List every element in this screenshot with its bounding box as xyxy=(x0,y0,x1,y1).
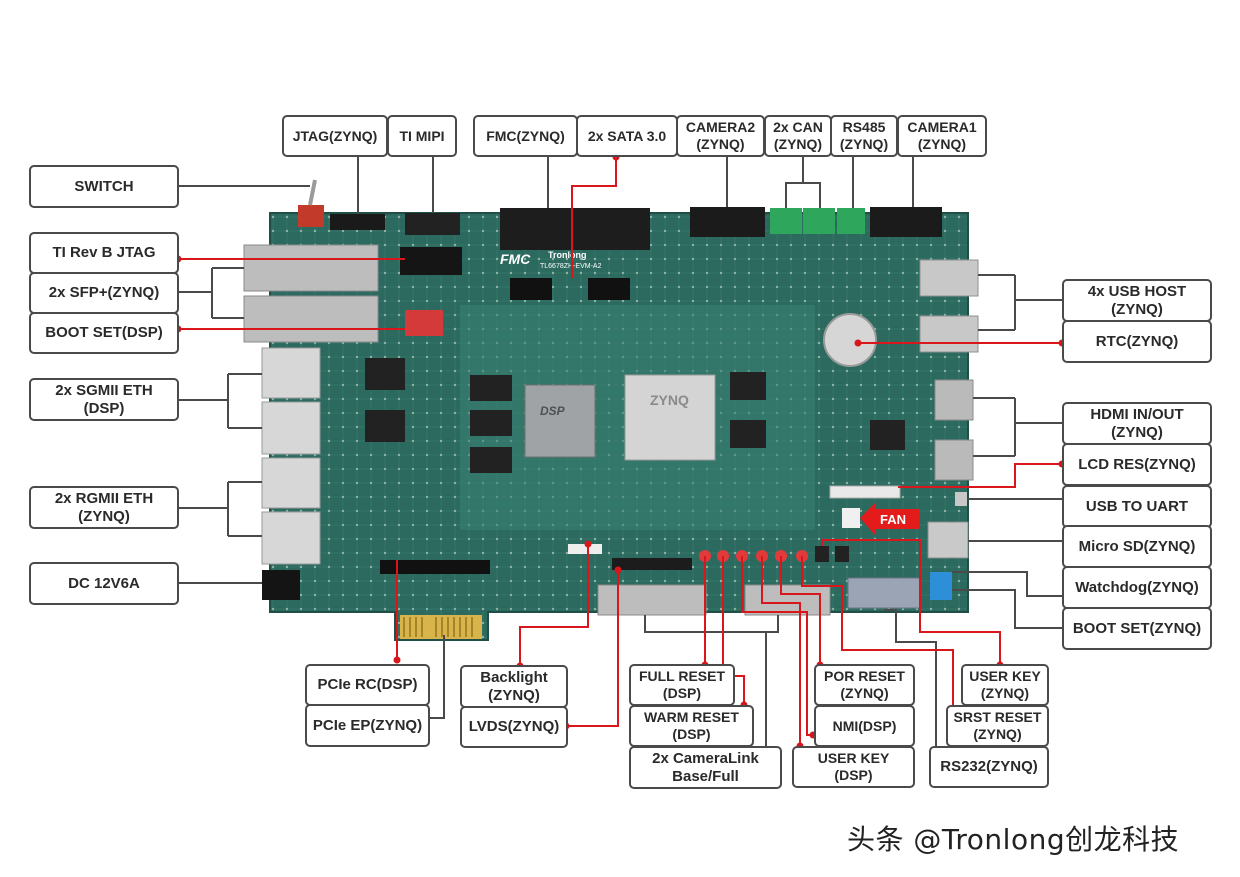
label-dc-power: DC 12V6A xyxy=(29,562,179,605)
label-micro-sd: Micro SD(ZYNQ) xyxy=(1062,525,1212,568)
side-chip-2 xyxy=(365,410,405,442)
rs485-terminal xyxy=(837,208,865,234)
zynq-chip xyxy=(624,374,716,461)
label-rs232: RS232(ZYNQ) xyxy=(929,746,1049,788)
label-pcie-rc: PCIe RC(DSP) xyxy=(305,664,430,706)
lvds-header xyxy=(612,558,692,570)
rs232-connector xyxy=(847,577,921,609)
lcd-res-connector xyxy=(829,485,901,499)
label-can: 2x CAN (ZYNQ) xyxy=(764,115,832,157)
ti-rev-b-jtag-header xyxy=(400,247,462,275)
side-chip-1 xyxy=(365,358,405,390)
label-sgmii-eth: 2x SGMII ETH (DSP) xyxy=(29,378,179,421)
dsp-chip xyxy=(524,384,596,458)
label-rtc: RTC(ZYNQ) xyxy=(1062,320,1212,363)
usb-uart-port xyxy=(955,492,967,506)
zynq-chip-marking: ZYNQ xyxy=(650,392,689,408)
label-boot-set-dsp: BOOT SET(DSP) xyxy=(29,312,179,354)
label-cameralink: 2x CameraLink Base/Full xyxy=(629,746,782,789)
sata-connector-2 xyxy=(588,278,630,300)
boot-dip-switch-zynq xyxy=(930,572,952,600)
camera1-connector xyxy=(870,207,942,237)
jtag-zynq-header xyxy=(330,214,385,230)
label-user-key-zynq: USER KEY (ZYNQ) xyxy=(961,664,1049,706)
memory-chip-3 xyxy=(470,447,512,473)
usb-host-port-2 xyxy=(919,315,979,353)
label-rs485: RS485 (ZYNQ) xyxy=(830,115,898,157)
sgmii-rj45-1 xyxy=(261,347,321,399)
leader-lines-gray xyxy=(178,157,1062,748)
label-pcie-ep: PCIe EP(ZYNQ) xyxy=(305,704,430,747)
can-terminal-1 xyxy=(770,208,802,234)
memory-chip-5 xyxy=(730,420,766,448)
usb-host-port-1 xyxy=(919,259,979,297)
ti-mipi-connector xyxy=(405,213,460,235)
label-usb-uart: USB TO UART xyxy=(1062,485,1212,528)
label-warm-reset: WARM RESET (DSP) xyxy=(629,705,754,747)
label-boot-set-zynq: BOOT SET(ZYNQ) xyxy=(1062,607,1212,650)
backlight-header xyxy=(568,544,602,554)
fan-indicator: FAN xyxy=(860,502,920,536)
can-terminal-2 xyxy=(803,208,835,234)
label-hdmi: HDMI IN/OUT (ZYNQ) xyxy=(1062,402,1212,445)
hdmi-port-2 xyxy=(934,439,974,481)
label-por-reset: POR RESET (ZYNQ) xyxy=(814,664,915,706)
label-full-reset: FULL RESET (DSP) xyxy=(629,664,735,706)
rgmii-rj45-2 xyxy=(261,511,321,565)
cameralink-connector-1 xyxy=(597,584,707,616)
fmc-connector xyxy=(500,208,650,250)
dsp-chip-marking: DSP xyxy=(540,404,566,418)
cameralink-connector-2 xyxy=(744,584,831,616)
rtc-battery xyxy=(823,313,877,367)
boot-dip-switch-dsp xyxy=(405,310,443,336)
label-backlight: Backlight (ZYNQ) xyxy=(460,665,568,708)
label-fmc-zynq: FMC(ZYNQ) xyxy=(473,115,578,157)
brand-silkscreen: Tronlong xyxy=(548,250,587,260)
pcie-slot xyxy=(380,560,490,574)
switch-component xyxy=(298,205,324,227)
fmc-silkscreen: FMC xyxy=(500,251,531,267)
fan-header xyxy=(842,508,860,528)
sfp-cage-2 xyxy=(243,295,379,343)
label-sata: 2x SATA 3.0 xyxy=(576,115,678,157)
sata-connector-1 xyxy=(510,278,552,300)
label-nmi: NMI(DSP) xyxy=(814,705,915,747)
pcie-edge-connector xyxy=(400,615,482,639)
label-usb-host: 4x USB HOST (ZYNQ) xyxy=(1062,279,1212,322)
memory-chip-4 xyxy=(730,372,766,400)
sgmii-rj45-2 xyxy=(261,401,321,455)
label-rgmii-eth: 2x RGMII ETH (ZYNQ) xyxy=(29,486,179,529)
micro-sd-slot xyxy=(927,521,969,559)
memory-chip-1 xyxy=(470,375,512,401)
label-camera2: CAMERA2 (ZYNQ) xyxy=(676,115,765,157)
side-chip-3 xyxy=(870,420,905,450)
label-sfp: 2x SFP+(ZYNQ) xyxy=(29,272,179,314)
label-lcd-res: LCD RES(ZYNQ) xyxy=(1062,443,1212,486)
model-silkscreen: TL6678ZH-EVM-A2 xyxy=(540,263,602,270)
sfp-cage-1 xyxy=(243,244,379,292)
rgmii-rj45-1 xyxy=(261,457,321,509)
label-jtag-zynq: JTAG(ZYNQ) xyxy=(282,115,388,157)
label-watchdog: Watchdog(ZYNQ) xyxy=(1062,566,1212,609)
label-srst-reset: SRST RESET (ZYNQ) xyxy=(946,705,1049,747)
dc-jack xyxy=(262,570,300,600)
label-ti-mipi: TI MIPI xyxy=(387,115,457,157)
camera2-connector xyxy=(690,207,765,237)
label-user-key-dsp: USER KEY (DSP) xyxy=(792,746,915,788)
label-switch: SWITCH xyxy=(29,165,179,208)
fan-label: FAN xyxy=(880,512,906,527)
label-camera1: CAMERA1 (ZYNQ) xyxy=(897,115,987,157)
hdmi-port-1 xyxy=(934,379,974,421)
pcb-board xyxy=(269,212,969,641)
label-ti-rev-b-jtag: TI Rev B JTAG xyxy=(29,232,179,274)
label-lvds: LVDS(ZYNQ) xyxy=(460,706,568,748)
watermark: 头条 @Tronlong创龙科技 xyxy=(847,823,1180,856)
memory-chip-2 xyxy=(470,410,512,436)
